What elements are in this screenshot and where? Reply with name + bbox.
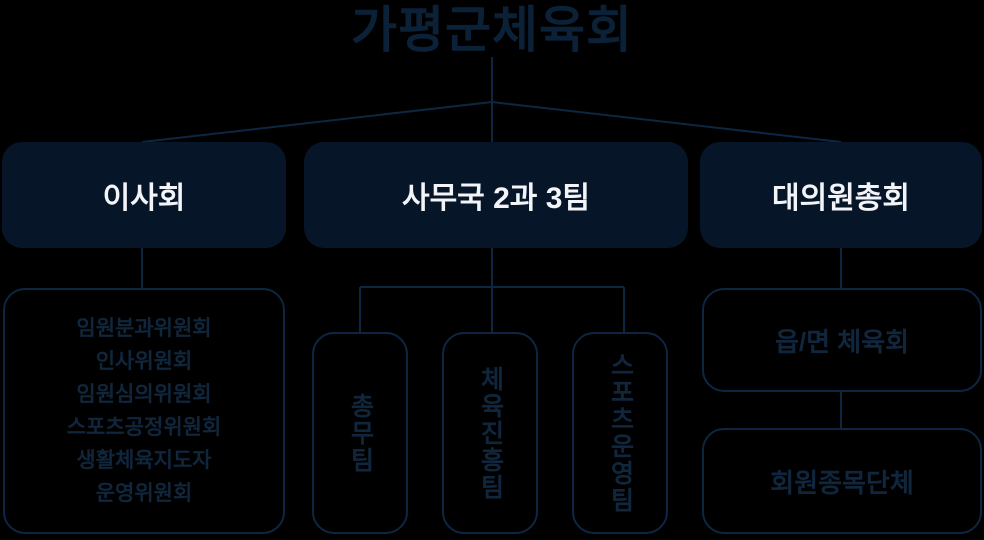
node-board-label: 이사회 xyxy=(102,182,186,215)
node-member-sport-organizations-label: 회원종목단체 xyxy=(770,467,914,498)
node-team-general-affairs[interactable]: 총무팀 xyxy=(312,332,408,534)
node-member-sport-organizations[interactable]: 회원종목단체 xyxy=(702,428,982,534)
page-title: 가평군체육회 xyxy=(351,2,633,58)
node-committees[interactable]: 임원분과위원회 인사위원회 임원심의위원회 스포츠공정위원회 생활체육지도자 운… xyxy=(3,288,285,534)
committee-item: 생활체육지도자 xyxy=(76,449,212,472)
node-general-assembly[interactable]: 대의원총회 xyxy=(700,142,982,248)
committee-item: 스포츠공정위원회 xyxy=(66,416,222,439)
node-team-general-affairs-label: 총무팀 xyxy=(346,392,375,474)
node-board-of-directors[interactable]: 이사회 xyxy=(2,142,286,248)
node-team-sports-operations-label: 스포츠운영팀 xyxy=(606,352,635,514)
committee-item: 임원분과위원회 xyxy=(76,317,212,340)
connector-title-to-assembly xyxy=(491,101,842,143)
connector-title-to-board xyxy=(141,101,493,143)
committee-item: 임원심의위원회 xyxy=(76,383,212,406)
node-secretariat[interactable]: 사무국 2과 3팀 xyxy=(304,142,688,248)
committee-item: 운영위원회 xyxy=(95,482,193,505)
committee-list: 임원분과위원회 인사위원회 임원심의위원회 스포츠공정위원회 생활체육지도자 운… xyxy=(67,312,222,510)
committee-item: 인사위원회 xyxy=(95,350,193,373)
node-assembly-label: 대의원총회 xyxy=(772,182,910,215)
node-local-sports-councils[interactable]: 읍/면 체육회 xyxy=(702,288,982,392)
node-secretariat-label: 사무국 2과 3팀 xyxy=(401,182,591,215)
node-team-sports-promotion[interactable]: 체육진흥팀 xyxy=(442,332,538,534)
node-local-sports-councils-label: 읍/면 체육회 xyxy=(774,326,910,357)
node-team-sports-operations[interactable]: 스포츠운영팀 xyxy=(572,332,668,534)
node-team-sports-promotion-label: 체육진흥팀 xyxy=(476,365,505,501)
